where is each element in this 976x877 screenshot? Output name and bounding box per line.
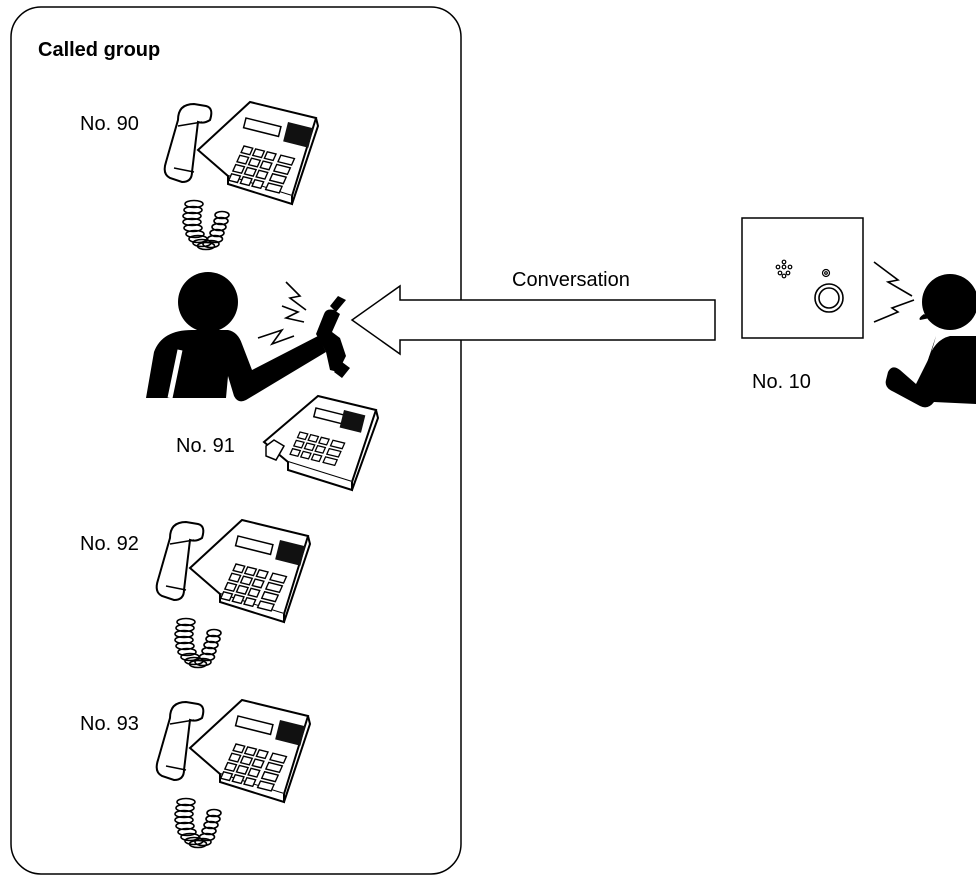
called-group-title: Called group: [38, 39, 161, 61]
voice-lines-right: [873, 261, 915, 323]
conversation-arrow: [350, 284, 716, 356]
phone-no-90: [163, 101, 319, 251]
phone-no-91: [262, 394, 380, 492]
station-label-93: No. 93: [80, 713, 139, 735]
station-label-90: No. 90: [80, 113, 139, 135]
voice-lines-left: [257, 281, 307, 346]
door-station-no-10: [741, 217, 864, 339]
person-left: [146, 272, 350, 402]
station-label-91: No. 91: [176, 435, 235, 457]
conversation-label: Conversation: [512, 269, 630, 291]
phone-no-93: [155, 699, 311, 849]
door-station-label: No. 10: [752, 371, 811, 393]
called-group-box: [10, 6, 462, 875]
phone-no-92: [155, 519, 311, 669]
person-right: [885, 274, 976, 408]
station-label-92: No. 92: [80, 533, 139, 555]
